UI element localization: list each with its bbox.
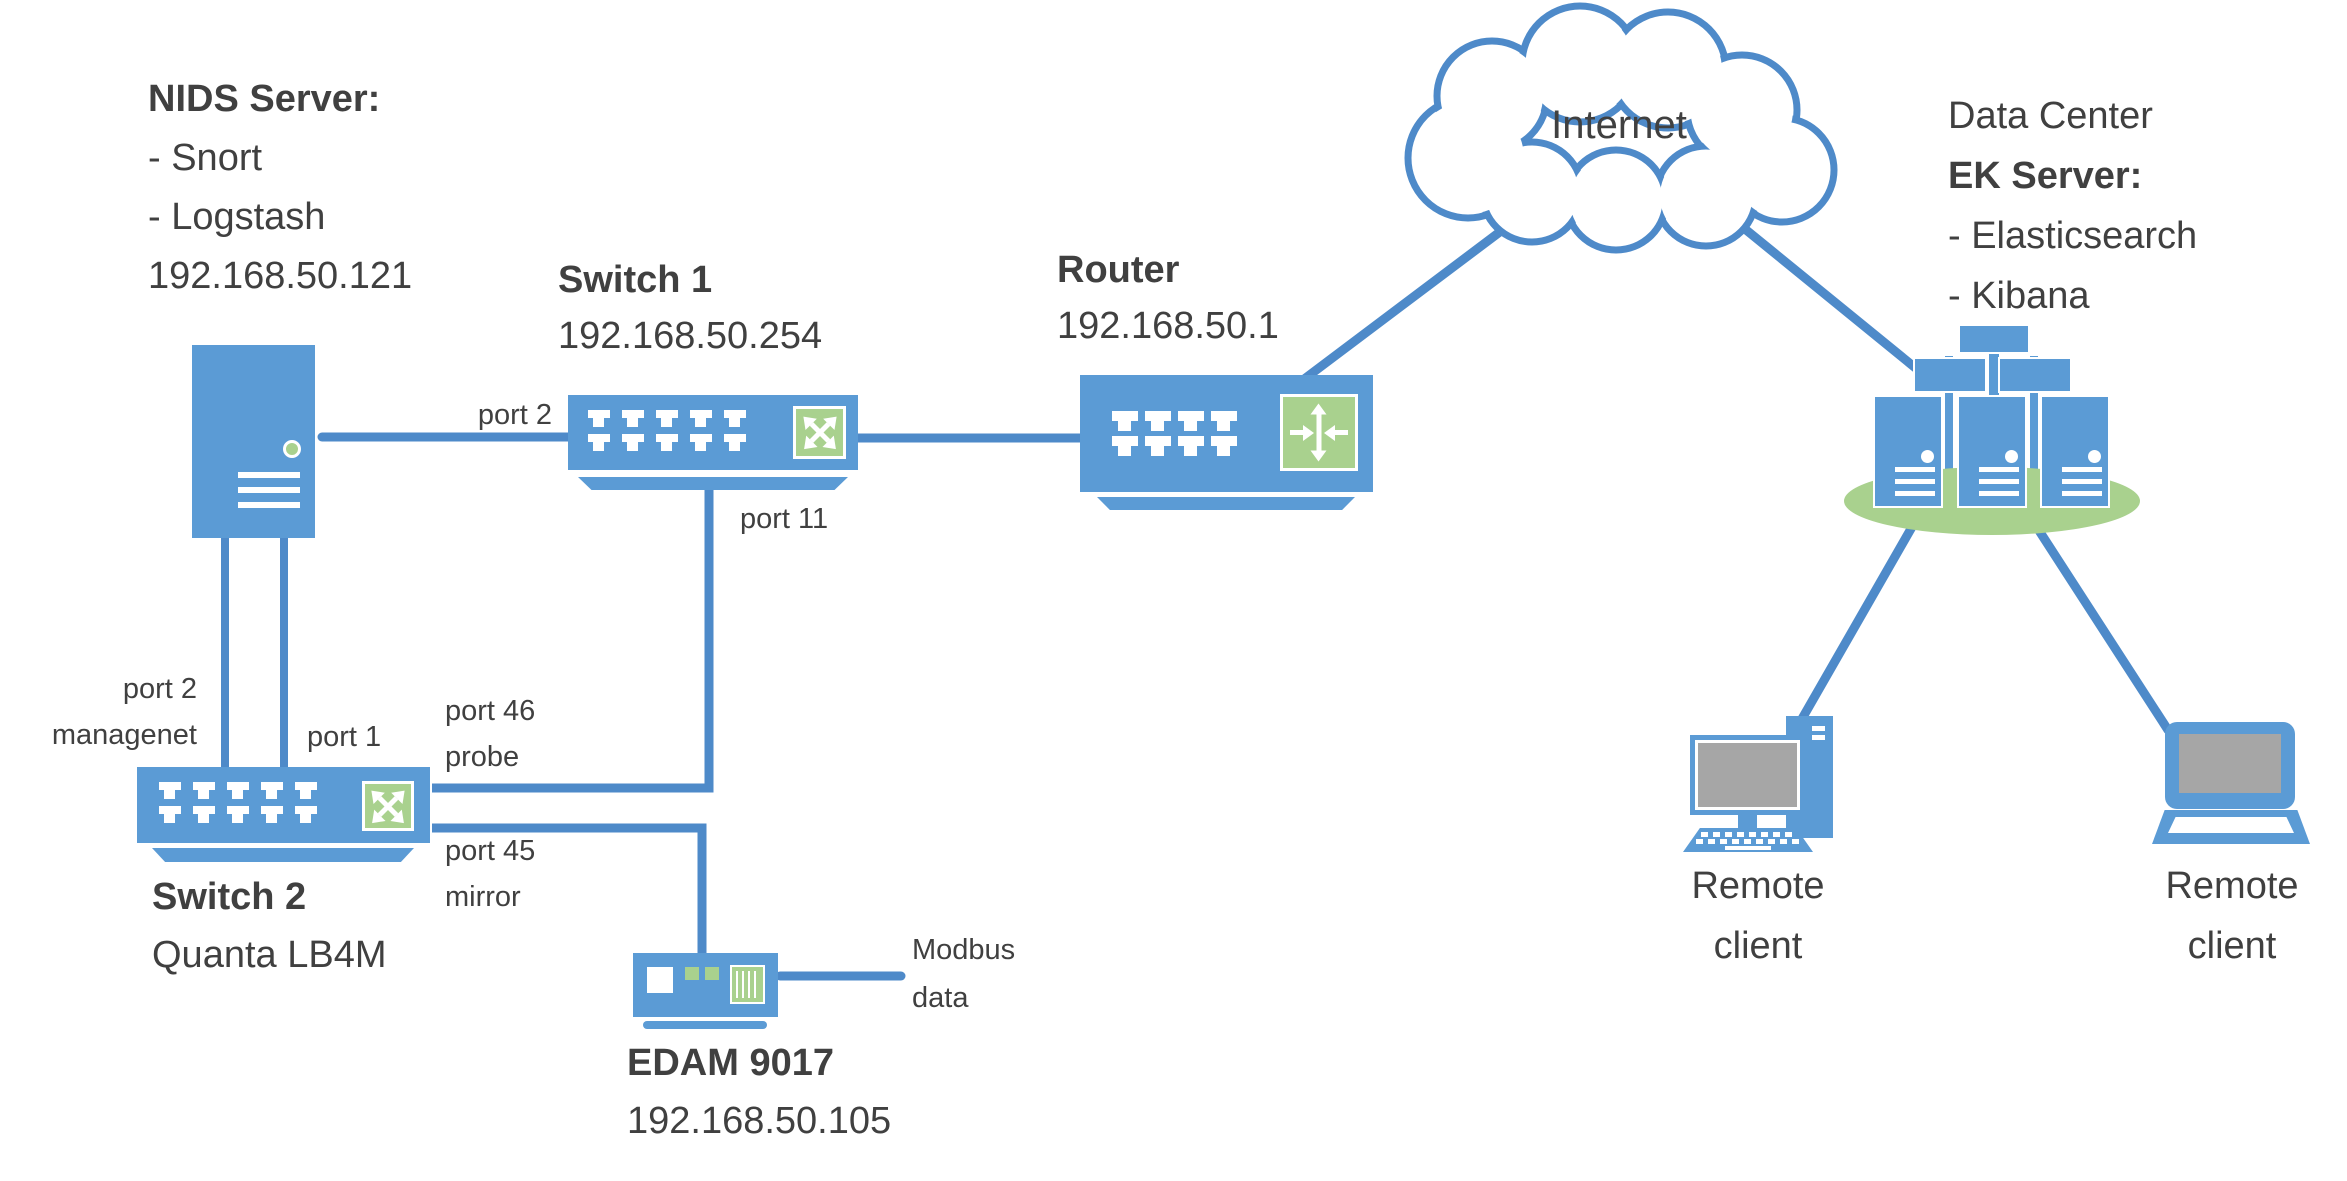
datacenter-mid-right-node — [1998, 357, 2072, 393]
edam-label: EDAM 9017 192.168.50.105 — [627, 1034, 891, 1150]
switch1-label: Switch 1 192.168.50.254 — [558, 252, 822, 364]
datacenter-mid-left-node — [1913, 357, 1987, 393]
ek-item-kibana: - Kibana — [1948, 275, 2090, 317]
link-switch1-switch2-probe — [432, 490, 714, 793]
port1-label: port 1 — [307, 721, 382, 753]
port11-label: port 11 — [740, 503, 829, 535]
switch2-ports-row1 — [159, 782, 317, 799]
switch2-icon — [137, 767, 430, 843]
switch1-ip: 192.168.50.254 — [558, 315, 823, 357]
switch1-icon — [568, 395, 858, 470]
datacenter-location: Data Center — [1948, 95, 2153, 137]
ek-server-title: EK Server: — [1948, 155, 2143, 197]
nids-server-icon — [192, 345, 315, 538]
port2-managenet-label: port 2 managenet — [51, 673, 197, 751]
edam-icon — [633, 953, 778, 1017]
router-ip: 192.168.50.1 — [1057, 305, 1279, 347]
ek-item-elasticsearch: - Elasticsearch — [1948, 215, 2198, 257]
edam-connector-icon — [730, 965, 765, 1004]
laptop-screen-frame — [2165, 722, 2295, 809]
nids-item-logstash: - Logstash — [148, 196, 326, 238]
server-led-icon — [283, 440, 301, 458]
remote-client1-label: Remote client — [1691, 865, 1825, 967]
link-internet-datacenter — [1724, 211, 1923, 375]
nids-server-label: NIDS Server: - Snort - Logstash 192.168.… — [148, 70, 412, 306]
router-title: Router — [1057, 249, 1180, 291]
edam-stand — [643, 1021, 767, 1029]
switch2-title: Switch 2 — [152, 876, 307, 918]
datacenter-tower-3 — [2040, 395, 2110, 508]
link-switch2-edam-mirror — [432, 823, 707, 958]
nids-ip: 192.168.50.121 — [148, 255, 413, 297]
datacenter-top-node — [1958, 324, 2030, 354]
router-ports-row1 — [1112, 411, 1237, 431]
keyboard-icon — [1683, 828, 1813, 852]
remote-client2-label: Remote client — [2165, 865, 2299, 967]
nids-item-snort: - Snort — [148, 137, 263, 179]
datacenter-label: Data Center EK Server: - Elasticsearch -… — [1948, 86, 2197, 326]
switch-crossed-arrows-icon — [793, 406, 846, 459]
link-datacenter-client2 — [2033, 524, 2173, 735]
switch-crossed-arrows-icon — [362, 781, 414, 831]
router-ports-row2 — [1112, 436, 1237, 456]
port46-probe-label: port 46 probe — [445, 695, 536, 773]
monitor-neck — [1738, 815, 1757, 829]
router-stand — [1097, 497, 1355, 510]
datacenter-icon — [1843, 318, 2141, 538]
switch2-model: Quanta LB4M — [152, 934, 387, 976]
port2-uplink-label: port 2 — [477, 399, 552, 431]
switch1-ports-row1 — [588, 410, 746, 427]
desktop-monitor — [1690, 735, 1805, 815]
laptop-base — [2152, 810, 2310, 844]
switch1-stand — [578, 477, 848, 490]
datacenter-tower-2 — [1957, 395, 2027, 508]
modbus-data-label: Modbus data — [912, 934, 1016, 1014]
link-router-internet — [1298, 211, 1526, 385]
nids-title: NIDS Server: — [148, 78, 381, 120]
switch1-ports-row2 — [588, 434, 746, 451]
router-icon — [1080, 375, 1373, 492]
switch1-title: Switch 1 — [558, 259, 713, 301]
switch2-stand — [152, 848, 414, 862]
router-label: Router 192.168.50.1 — [1057, 242, 1279, 354]
internet-label: Internet — [1551, 103, 1687, 147]
switch2-label: Switch 2 Quanta LB4M — [152, 868, 386, 984]
edam-title: EDAM 9017 — [627, 1042, 834, 1084]
switch2-ports-row2 — [159, 806, 317, 823]
edam-ip: 192.168.50.105 — [627, 1100, 892, 1142]
router-arrows-icon — [1280, 394, 1358, 471]
link-datacenter-client1 — [1794, 522, 1917, 729]
remote-client1-icon — [1678, 714, 1838, 856]
datacenter-tower-1 — [1873, 395, 1943, 508]
remote-client2-icon — [2152, 720, 2310, 845]
port45-mirror-label: port 45 mirror — [445, 835, 536, 913]
